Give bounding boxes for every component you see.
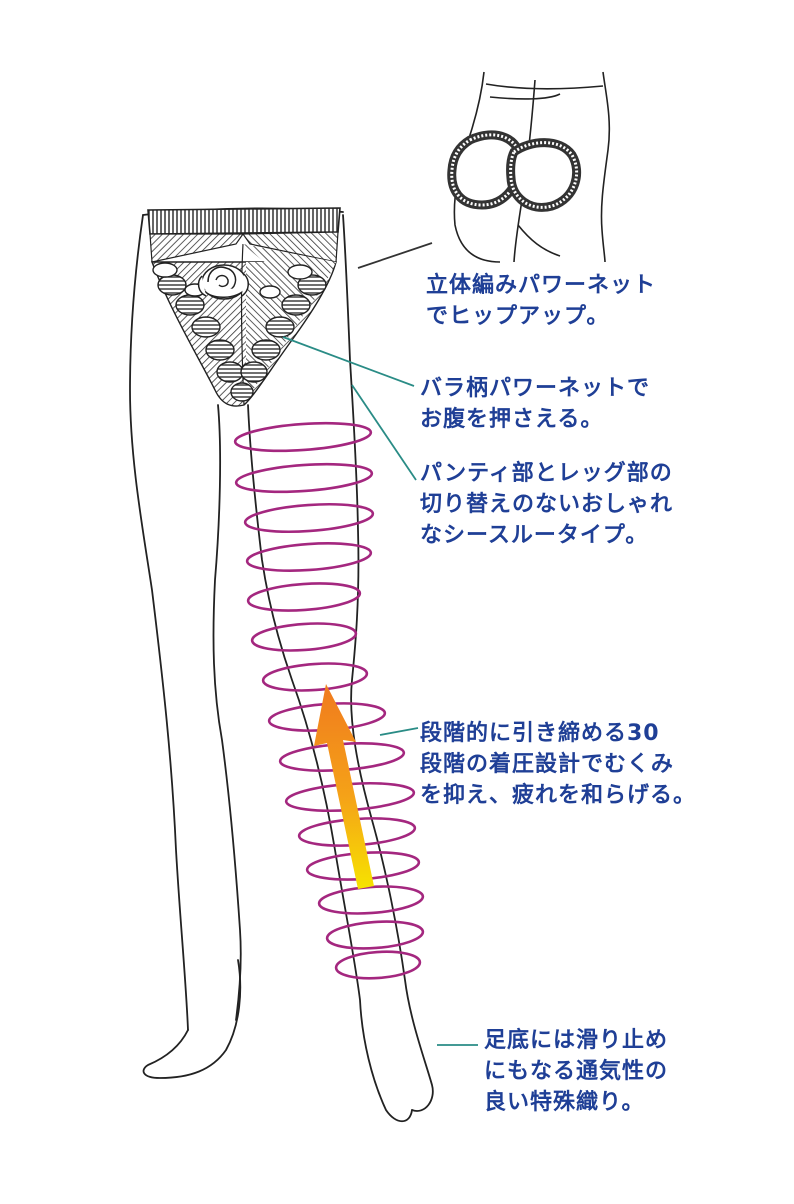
leader-line-hip bbox=[358, 243, 432, 268]
annotation-graduated-compression: 段階的に引き締める30 段階の着圧設計でむくみ を抑え、疲れを和らげる。 bbox=[420, 718, 696, 811]
compression-ring bbox=[318, 883, 424, 916]
annotation-line: 切り替えのないおしゃれ bbox=[420, 489, 673, 520]
compression-ring bbox=[234, 419, 371, 454]
annotation-line: 立体編みパワーネット bbox=[426, 270, 656, 301]
annotation-line: お腹を押さえる。 bbox=[420, 404, 650, 435]
compression-ring bbox=[251, 620, 357, 653]
annotation-seamless: パンティ部とレッグ部の 切り替えのないおしゃれ なシースルータイプ。 bbox=[420, 458, 673, 551]
hip-back-view-icon bbox=[452, 72, 610, 262]
compression-ring bbox=[244, 501, 374, 536]
annotation-line: バラ柄パワーネットで bbox=[420, 373, 650, 404]
leader-line-compression bbox=[380, 728, 418, 735]
annotation-hip-powernet: 立体編みパワーネット でヒップアップ。 bbox=[426, 270, 656, 332]
annotation-line: でヒップアップ。 bbox=[426, 301, 656, 332]
leader-line-seamless bbox=[352, 385, 416, 480]
annotation-sole-weave: 足底には滑り止め にもなる通気性の 良い特殊織り。 bbox=[484, 1025, 668, 1118]
compression-ring bbox=[335, 949, 421, 981]
annotation-line: パンティ部とレッグ部の bbox=[420, 458, 673, 489]
annotation-line: 良い特殊織り。 bbox=[484, 1087, 668, 1118]
compression-ring bbox=[246, 540, 372, 575]
annotation-line: 段階的に引き締める30 bbox=[420, 718, 696, 749]
annotation-rose-powernet: バラ柄パワーネットで お腹を押さえる。 bbox=[420, 373, 650, 435]
compression-ring bbox=[326, 919, 424, 952]
compression-ring bbox=[235, 460, 372, 495]
annotation-line: なシースルータイプ。 bbox=[420, 520, 673, 551]
compression-ring bbox=[247, 580, 361, 614]
annotation-line: にもなる通気性の bbox=[484, 1056, 668, 1087]
annotation-line: を抑え、疲れを和らげる。 bbox=[420, 780, 696, 811]
annotation-line: 段階の着圧設計でむくみ bbox=[420, 749, 696, 780]
annotation-line: 足底には滑り止め bbox=[484, 1025, 668, 1056]
leader-lines bbox=[283, 243, 478, 1045]
rose-lace-panel-icon bbox=[148, 208, 340, 406]
